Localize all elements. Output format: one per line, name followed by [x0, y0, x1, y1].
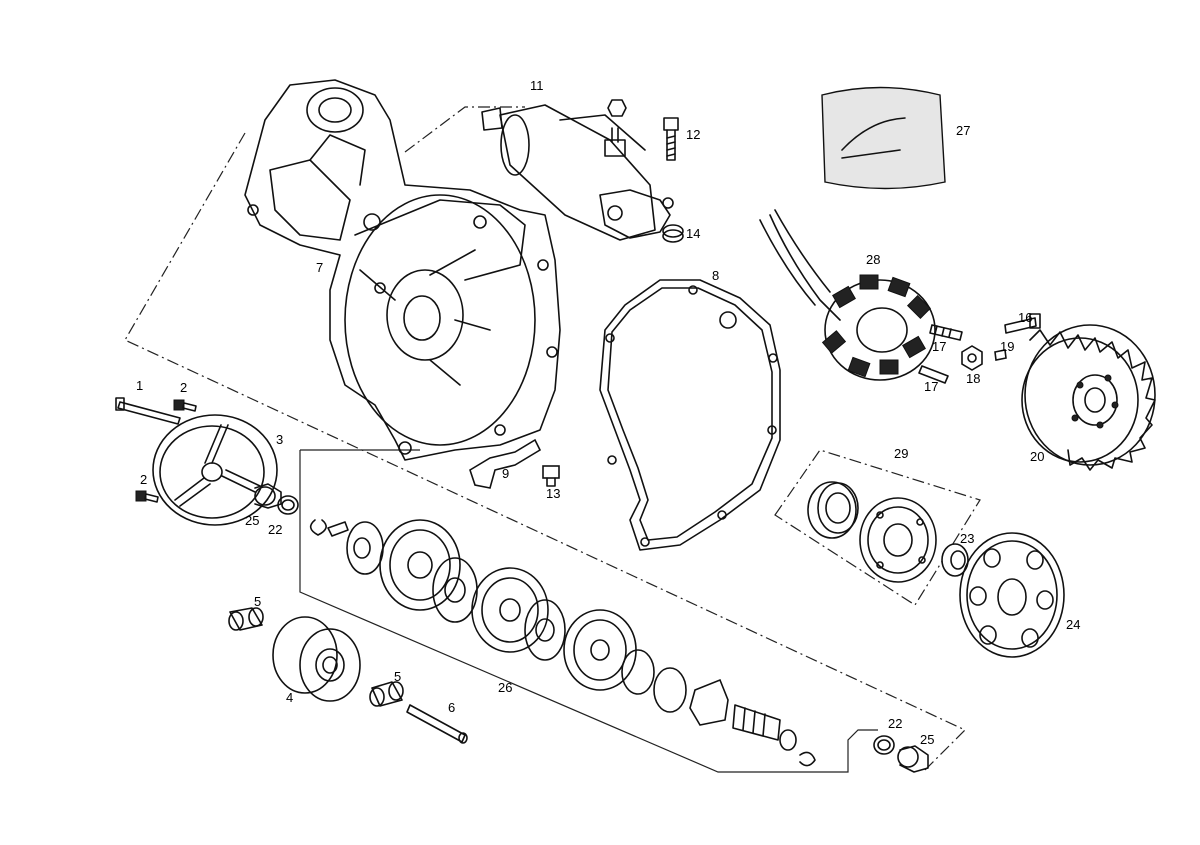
- callout-1: 1: [136, 378, 143, 393]
- callout-12: 12: [686, 127, 700, 142]
- callout-22-lower: 22: [888, 716, 902, 731]
- callout-25-upper: 25: [245, 513, 259, 528]
- part-24-large-gear: [959, 532, 1065, 658]
- part-27-sealant-tube: [821, 86, 946, 190]
- callout-27: 27: [956, 123, 970, 138]
- callout-7: 7: [316, 260, 323, 275]
- part-16-bolt: [1004, 313, 1041, 334]
- part-25-bearing-lower: [897, 745, 929, 773]
- callout-4: 4: [286, 690, 293, 705]
- callout-11: 11: [530, 78, 544, 93]
- part-12-bolt: [663, 117, 679, 161]
- callout-20: 20: [1030, 449, 1044, 464]
- part-8-gasket: [599, 279, 781, 551]
- part-5-bearing-left: [228, 607, 264, 631]
- callout-28: 28: [866, 252, 880, 267]
- part-13-bolt: [542, 465, 560, 487]
- part-6-shaft: [406, 704, 468, 744]
- part-2-screw-upper: [173, 399, 197, 412]
- callout-16: 16: [1018, 310, 1032, 325]
- callout-18: 18: [966, 371, 980, 386]
- part-23-needle-bearing: [941, 543, 969, 577]
- callout-17-upper: 17: [932, 339, 946, 354]
- callout-29: 29: [894, 446, 908, 461]
- callout-5-left: 5: [254, 594, 261, 609]
- part-29-clutch-plate: [859, 497, 937, 583]
- part-28-stator: [759, 209, 936, 381]
- callout-19: 19: [1000, 339, 1014, 354]
- callout-2-upper: 2: [180, 380, 187, 395]
- callout-3: 3: [276, 432, 283, 447]
- part-7-side-cover: [244, 79, 561, 461]
- part-11-starter-motor: [481, 99, 674, 241]
- callout-5-right: 5: [394, 669, 401, 684]
- part-22-washer-upper: [277, 495, 299, 515]
- callout-26: 26: [498, 680, 512, 695]
- part-1-long-bolt: [115, 397, 181, 425]
- part-3-cover: [152, 414, 278, 526]
- part-20-flywheel: [1021, 324, 1156, 471]
- callout-8: 8: [712, 268, 719, 283]
- assembly-guide-lines: [124, 106, 981, 773]
- part-19-key: [994, 349, 1007, 361]
- callout-6: 6: [448, 700, 455, 715]
- callout-labels: 1 2 2 3 4 5 5 6 7 8 9 11 12 13 14 16 17 …: [136, 78, 1080, 747]
- part-5-bearing-right: [369, 681, 404, 707]
- callout-25-lower: 25: [920, 732, 934, 747]
- part-26-gear-assembly: [309, 519, 816, 767]
- callout-2-lower: 2: [140, 472, 147, 487]
- callout-9: 9: [502, 466, 509, 481]
- part-25-bearing-upper: [254, 483, 282, 509]
- callout-13: 13: [546, 486, 560, 501]
- part-4-double-gear: [272, 616, 361, 702]
- callout-22-upper: 22: [268, 522, 282, 537]
- part-22-washer-lower: [873, 735, 895, 755]
- part-17-screw-lower: [918, 365, 949, 384]
- part-18-nut: [961, 345, 983, 371]
- callout-14: 14: [686, 226, 700, 241]
- part-9-bracket: [469, 438, 542, 489]
- part-17-screw-upper: [929, 324, 963, 341]
- callout-24: 24: [1066, 617, 1080, 632]
- callout-23: 23: [960, 531, 974, 546]
- callout-17-lower: 17: [924, 379, 938, 394]
- part-14-nut: [662, 224, 684, 243]
- part-2-screw-lower: [135, 490, 159, 503]
- part-29-clutch-bearing: [807, 481, 859, 539]
